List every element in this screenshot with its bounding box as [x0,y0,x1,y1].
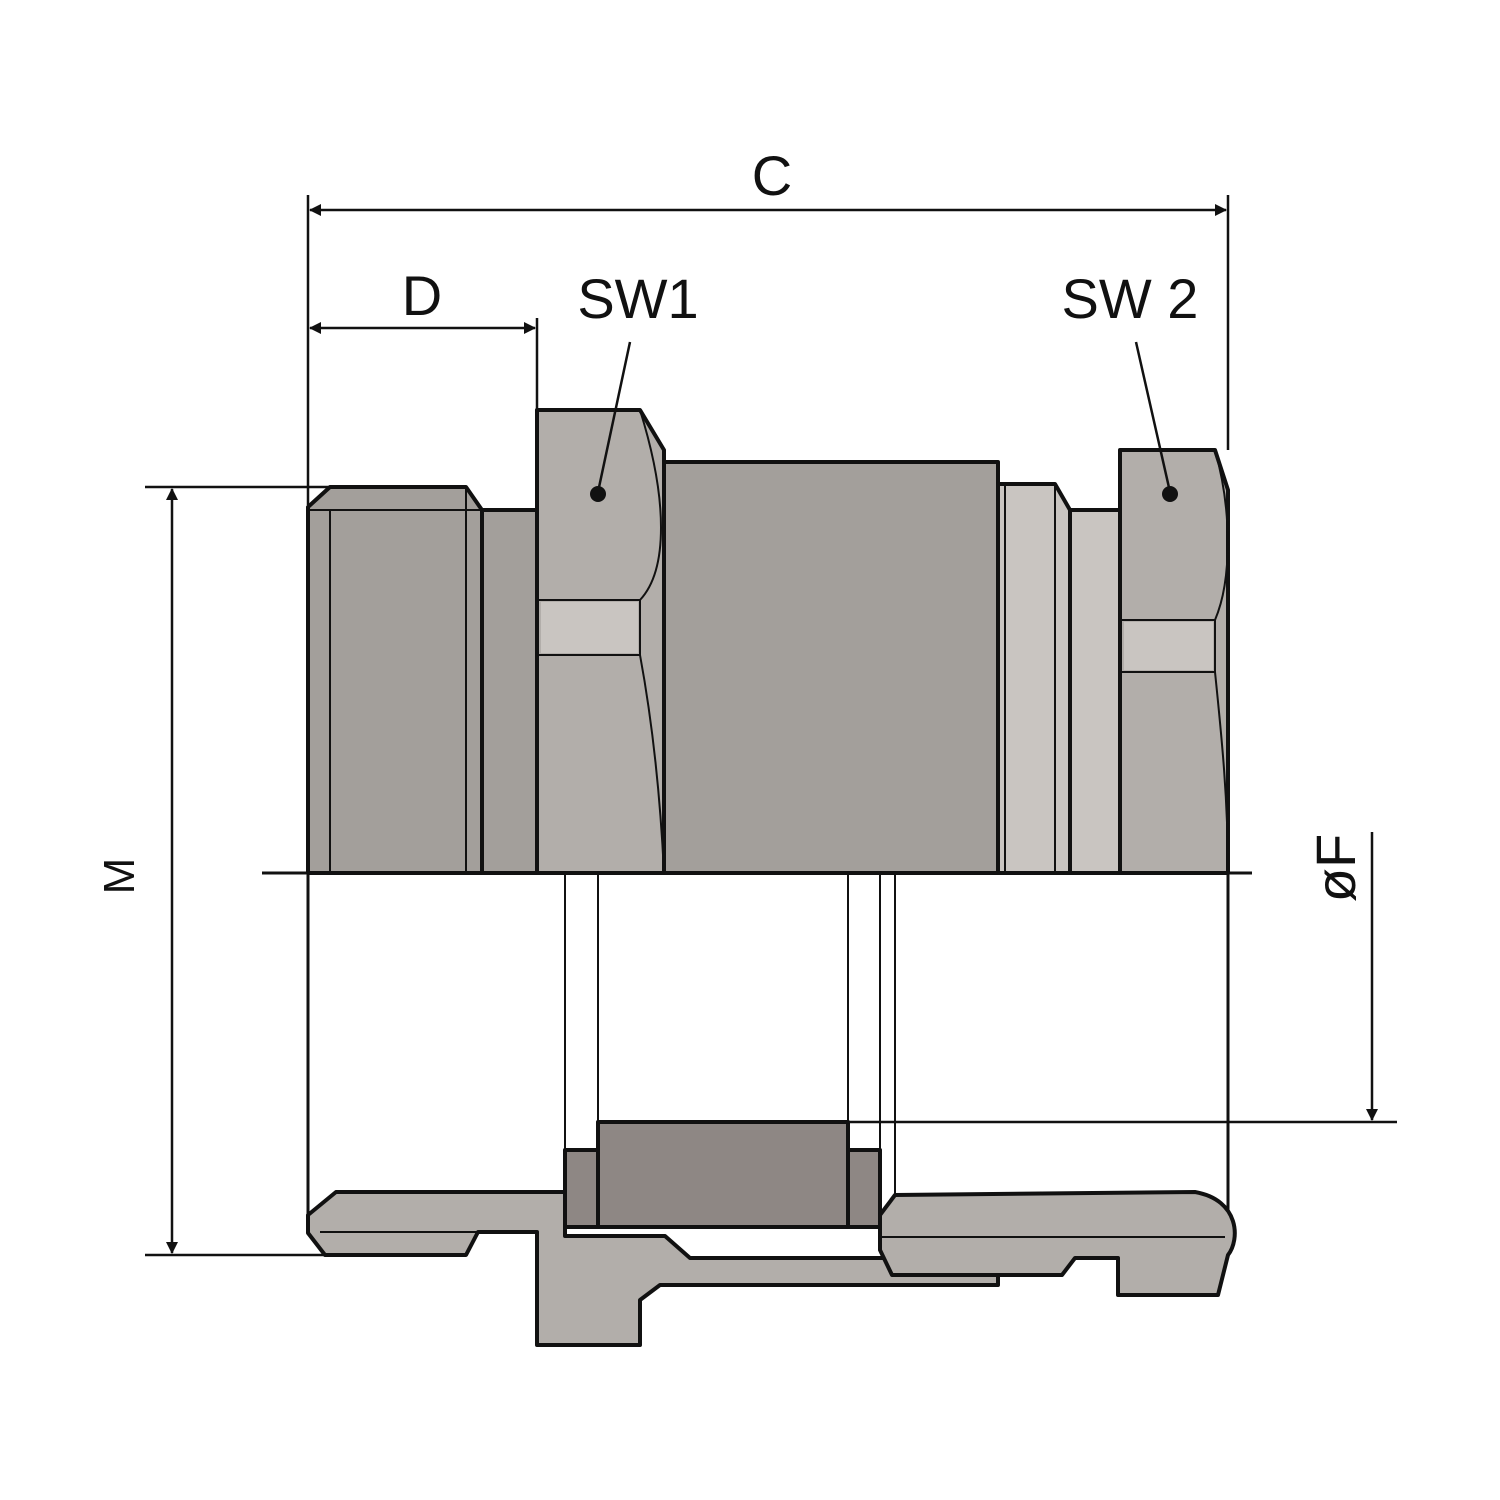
outlet-neck [1068,508,1122,875]
entry-neck [480,508,539,875]
body-section [306,1190,1000,1347]
main-body [662,460,1000,875]
sw2-leader-dot [1162,486,1178,502]
seal-holder-left [563,1148,600,1229]
cap-nut-section [878,1190,1237,1297]
seal-holder-right [846,1148,882,1229]
seal-insert [596,1120,850,1229]
sw2-label: SW 2 [1062,267,1199,330]
dimension-f-label: øF [1304,834,1367,902]
section-view [306,873,1237,1347]
sw1-leader [596,341,632,493]
dimension-m-label: M [95,858,144,895]
dimension-d-label: D [402,264,442,327]
dimensions [145,195,1397,1257]
sw1-label: SW1 [577,267,698,330]
entry-thread-section [306,485,484,875]
dimension-c-label: C [752,144,792,207]
sw2-leader [1134,341,1172,493]
external-view [306,408,1230,875]
sw1-leader-dot [590,486,606,502]
outlet-thread-section [996,482,1072,875]
